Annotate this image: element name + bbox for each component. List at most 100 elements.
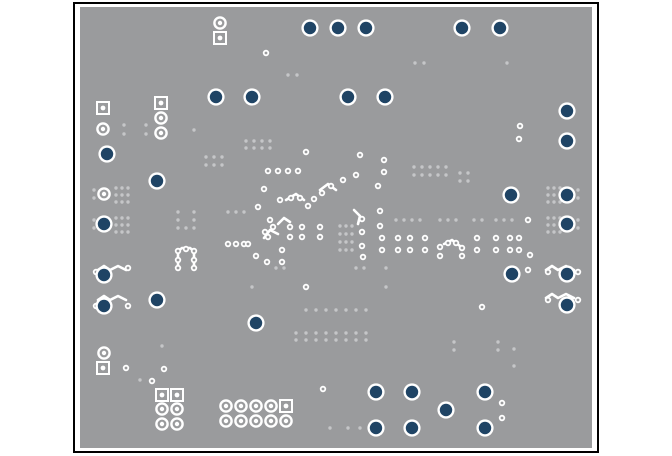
tenting-dot — [126, 223, 130, 227]
tenting-dot — [412, 165, 416, 169]
large-via-layer — [95, 19, 576, 437]
large-via — [249, 316, 263, 330]
small-via-drill — [176, 249, 180, 253]
tenting-dot — [192, 226, 196, 230]
small-via-drill — [268, 218, 272, 222]
tenting-dot — [446, 218, 450, 222]
small-via-drill — [517, 137, 521, 141]
tenting-dot — [204, 155, 208, 159]
large-via — [505, 267, 519, 281]
tenting-dot — [114, 186, 118, 190]
tenting-dot — [510, 218, 514, 222]
small-via-drill — [438, 254, 442, 258]
through-hole-layer — [96, 16, 293, 431]
tenting-dot — [558, 200, 562, 204]
tenting-dot — [92, 196, 96, 200]
tenting-dot — [546, 230, 550, 234]
small-via-drill — [318, 235, 322, 239]
tenting-dot — [350, 240, 354, 244]
tenting-dot — [502, 218, 506, 222]
tenting-dot — [354, 266, 358, 270]
small-via-drill — [396, 236, 400, 240]
large-via — [560, 217, 574, 231]
tenting-dot — [126, 193, 130, 197]
tenting-dot — [552, 216, 556, 220]
large-via — [303, 21, 317, 35]
small-via-drill — [438, 245, 442, 249]
small-via-drill — [518, 124, 522, 128]
tenting-dot — [466, 179, 470, 183]
tenting-dot — [92, 226, 96, 230]
tenting-dot — [394, 218, 398, 222]
tenting-dot — [344, 308, 348, 312]
tenting-dot — [546, 193, 550, 197]
trace — [352, 208, 362, 226]
tenting-dot — [120, 186, 124, 190]
small-via-drill — [380, 248, 384, 252]
tenting-dot — [226, 210, 230, 214]
tenting-dot — [252, 146, 256, 150]
small-via-drill — [266, 169, 270, 173]
through-hole-drill — [101, 191, 107, 197]
tenting-dot — [364, 308, 368, 312]
small-via-drill — [226, 242, 230, 246]
small-via-drill — [276, 169, 280, 173]
through-hole-drill — [101, 350, 107, 356]
large-via — [341, 90, 355, 104]
tenting-dot — [496, 348, 500, 352]
tenting-dot — [120, 200, 124, 204]
large-via — [405, 421, 419, 435]
tenting-dot — [552, 223, 556, 227]
tenting-dot — [576, 218, 580, 222]
small-via-drill — [396, 248, 400, 252]
tenting-dot — [458, 171, 462, 175]
tenting-dot — [436, 165, 440, 169]
tenting-dot — [334, 338, 338, 342]
large-via — [493, 21, 507, 35]
tenting-dot — [314, 331, 318, 335]
copper-pour — [80, 7, 592, 448]
tenting-dot — [344, 240, 348, 244]
tenting-dot — [120, 230, 124, 234]
tenting-dot — [552, 193, 556, 197]
small-via-drill — [192, 258, 196, 262]
tenting-dot — [114, 223, 118, 227]
small-via-drill — [184, 247, 188, 251]
tenting-dot — [192, 210, 196, 214]
tenting-dot — [304, 338, 308, 342]
small-via-drill — [262, 187, 266, 191]
large-via — [560, 188, 574, 202]
large-via — [209, 90, 223, 104]
through-hole-drill — [253, 403, 259, 409]
small-via-drill — [298, 196, 302, 200]
through-hole-drill — [283, 418, 289, 424]
small-via-drill — [341, 178, 345, 182]
tenting-dot — [338, 240, 342, 244]
large-via — [439, 403, 453, 417]
tenting-dot — [344, 224, 348, 228]
tenting-dot — [114, 230, 118, 234]
tenting-dot — [420, 173, 424, 177]
tenting-dot — [480, 218, 484, 222]
tenting-dot — [92, 218, 96, 222]
tenting-dot — [242, 210, 246, 214]
small-via-drill — [126, 266, 130, 270]
large-via — [560, 134, 574, 148]
tenting-dot — [120, 216, 124, 220]
tenting-dot — [576, 188, 580, 192]
tenting-dot — [452, 340, 456, 344]
square-pad-drill — [100, 365, 106, 371]
tenting-dot — [354, 308, 358, 312]
small-via-drill — [246, 242, 250, 246]
tenting-dot — [558, 230, 562, 234]
tenting-dot — [192, 128, 196, 132]
square-pad-drill — [217, 35, 223, 41]
small-via-drill — [304, 285, 308, 289]
tenting-dot — [428, 165, 432, 169]
tenting-dot — [220, 155, 224, 159]
tenting-dot — [220, 163, 224, 167]
tenting-dot — [558, 186, 562, 190]
tenting-dot — [184, 226, 188, 230]
tenting-dot — [444, 173, 448, 177]
through-hole-drill — [268, 418, 274, 424]
